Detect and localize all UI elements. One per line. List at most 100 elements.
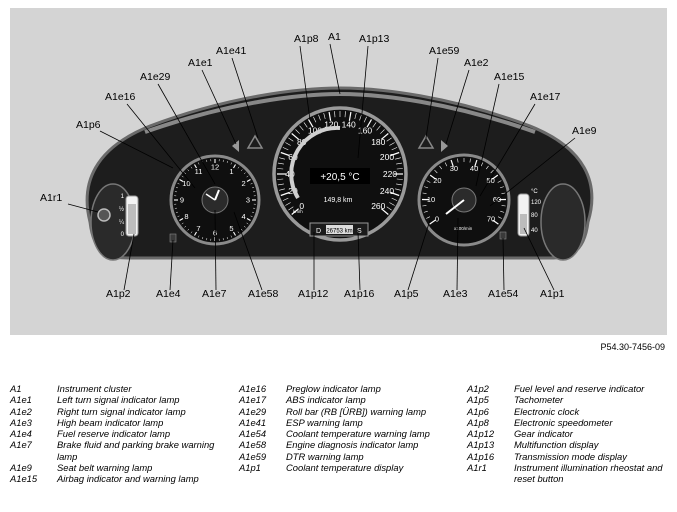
tacho-scale-tick	[422, 205, 427, 207]
leader-line	[329, 43, 341, 95]
clock-tick	[243, 225, 246, 228]
leader-line	[299, 45, 311, 121]
leader-line	[523, 227, 555, 291]
tacho-scale-tick	[490, 169, 494, 174]
tacho-scale-tick	[474, 159, 478, 167]
tacho-scale-tick	[492, 219, 499, 225]
tacho-scale-tick	[429, 174, 437, 180]
clock-tick	[246, 175, 249, 178]
clock-tick	[190, 166, 193, 169]
leader-line	[357, 45, 369, 159]
speed-scale-tick	[295, 129, 300, 134]
coolant-mark: °C	[531, 189, 538, 195]
callout-a1p1: A1p1	[540, 288, 565, 300]
clock-tick	[181, 222, 184, 225]
speed-scale-tick	[391, 197, 398, 201]
legend-code: A1e3	[10, 416, 32, 428]
tacho-scale-label: 40	[470, 164, 478, 173]
clock-numeral: 10	[182, 179, 190, 188]
dtr-triangle-icon	[417, 134, 435, 149]
legend-code: A1	[10, 383, 22, 394]
legend-description: Airbag indicator and warning lamp	[57, 473, 199, 485]
coolant-mark: 120	[531, 200, 542, 206]
legend-description: ABS indicator lamp	[286, 394, 366, 406]
legend-code: A1e4	[10, 428, 32, 440]
tacho-scale-tick	[439, 165, 443, 170]
leader-line	[445, 69, 470, 145]
legend-description: Electronic speedometer	[514, 416, 613, 428]
clock-tick	[246, 218, 251, 221]
speed-scale-tick	[348, 111, 352, 121]
speed-scale-tick	[381, 133, 389, 140]
legend-row: A1e15 Airbag indicator and warning lamp	[10, 473, 232, 484]
speed-scale-tick	[396, 178, 403, 180]
coolant-mark: 40	[531, 228, 538, 234]
clock-tick	[175, 211, 178, 213]
tacho-scale-tick	[501, 205, 506, 207]
tacho-scale-label: 0	[435, 215, 439, 224]
leader-line	[169, 239, 174, 291]
clock-tick	[184, 225, 187, 228]
speed-scale-tick	[277, 178, 284, 180]
legend-code: A1e2	[10, 405, 32, 417]
temperature-readout: +20,5 °C	[320, 172, 359, 183]
speed-scale-tick	[396, 168, 403, 170]
leader-line	[479, 103, 536, 197]
speed-scale-tick	[363, 116, 367, 123]
callout-a1: A1	[328, 31, 341, 43]
speed-scale-tick	[381, 208, 389, 215]
speed-scale-label: 180	[371, 137, 385, 147]
tacho-scale-tick	[444, 162, 448, 167]
legend-description: Right turn signal indicator lamp	[57, 405, 186, 417]
tacho-scale-label: 70	[487, 215, 495, 224]
speed-scale-tick	[395, 157, 401, 160]
clock-tick	[252, 211, 255, 213]
clock-numeral: 2	[242, 179, 246, 188]
speed-scale-tick	[354, 113, 357, 119]
callout-a1e29: A1e29	[140, 71, 171, 83]
legend-code: A1e17	[239, 394, 267, 406]
speed-scale-tick	[344, 111, 346, 118]
speed-scale-tick	[391, 147, 398, 151]
leader-line	[475, 83, 500, 187]
speed-scale-tick	[288, 137, 294, 142]
speed-scale-tick	[285, 142, 291, 146]
legend-description: Seat belt warning lamp	[57, 462, 153, 474]
speed-scale-tick	[303, 122, 308, 128]
legend-code: A1p13	[467, 439, 495, 451]
tacho-scale-tick	[501, 192, 506, 194]
speed-scale-tick	[277, 183, 284, 186]
fuel-mark: 0	[121, 232, 125, 238]
callout-a1p5: A1p5	[394, 288, 419, 300]
leader-line	[157, 83, 216, 185]
leader-line	[99, 130, 174, 169]
clock-tick	[187, 169, 190, 172]
figure-reference: P54.30-7456-09	[600, 342, 665, 352]
legend-row: A1e17 ABS indicator lamp	[239, 394, 449, 405]
mode-letter: S	[357, 228, 362, 235]
callout-a1e3: A1e3	[443, 288, 468, 300]
clock-tick	[175, 187, 178, 189]
leader-line	[233, 211, 263, 291]
tacho-scale-tick	[422, 192, 427, 194]
leader-line	[231, 57, 259, 139]
leader-line	[425, 57, 439, 139]
speed-scale-tick	[313, 116, 317, 123]
speed-scale-tick	[386, 206, 392, 211]
legend-code: A1e15	[10, 473, 38, 485]
clock-tick	[246, 222, 249, 225]
callout-a1p13: A1p13	[359, 33, 390, 45]
legend-description: DTR warning lamp	[286, 450, 364, 462]
trip-readout: 26753 km	[326, 229, 352, 235]
